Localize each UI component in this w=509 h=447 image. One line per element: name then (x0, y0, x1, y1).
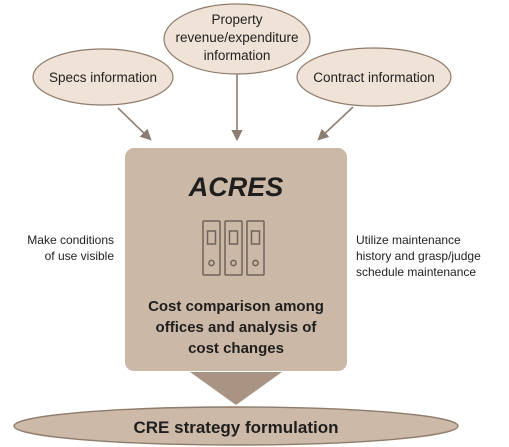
acres-title: ACRES (188, 172, 284, 202)
specs-info-label: Specs information (49, 70, 157, 85)
property-info-line-3: information (204, 48, 271, 63)
binders-icon (202, 220, 265, 276)
specs-info-node: Specs information (32, 48, 174, 106)
acres-box: ACRES Cost comparison among offices and … (125, 148, 347, 371)
left-side-line-1: Make conditions (27, 233, 114, 247)
property-info-line-2: revenue/expenditure (175, 30, 298, 45)
arrow-icon (117, 107, 152, 141)
acres-description-line-3: cost changes (188, 340, 284, 357)
right-side-line-1: Utilize maintenance (356, 233, 461, 247)
acres-description-line-2: offices and analysis of (156, 319, 318, 336)
property-info-node: Property revenue/expenditure information (163, 3, 311, 75)
arrow-icon (317, 106, 354, 141)
cre-strategy-node: CRE strategy formulation (13, 406, 459, 446)
property-info-line-1: Property (211, 12, 262, 27)
contract-info-node: Contract information (296, 47, 452, 107)
down-arrow-icon (190, 372, 282, 405)
right-side-line-3: schedule maintenance (356, 265, 476, 279)
contract-info-label: Contract information (313, 70, 435, 85)
cre-strategy-label: CRE strategy formulation (134, 418, 339, 437)
left-side-line-2: of use visible (45, 249, 115, 263)
right-side-line-2: history and grasp/judge (356, 249, 481, 263)
acres-description-line-1: Cost comparison among (148, 298, 324, 315)
